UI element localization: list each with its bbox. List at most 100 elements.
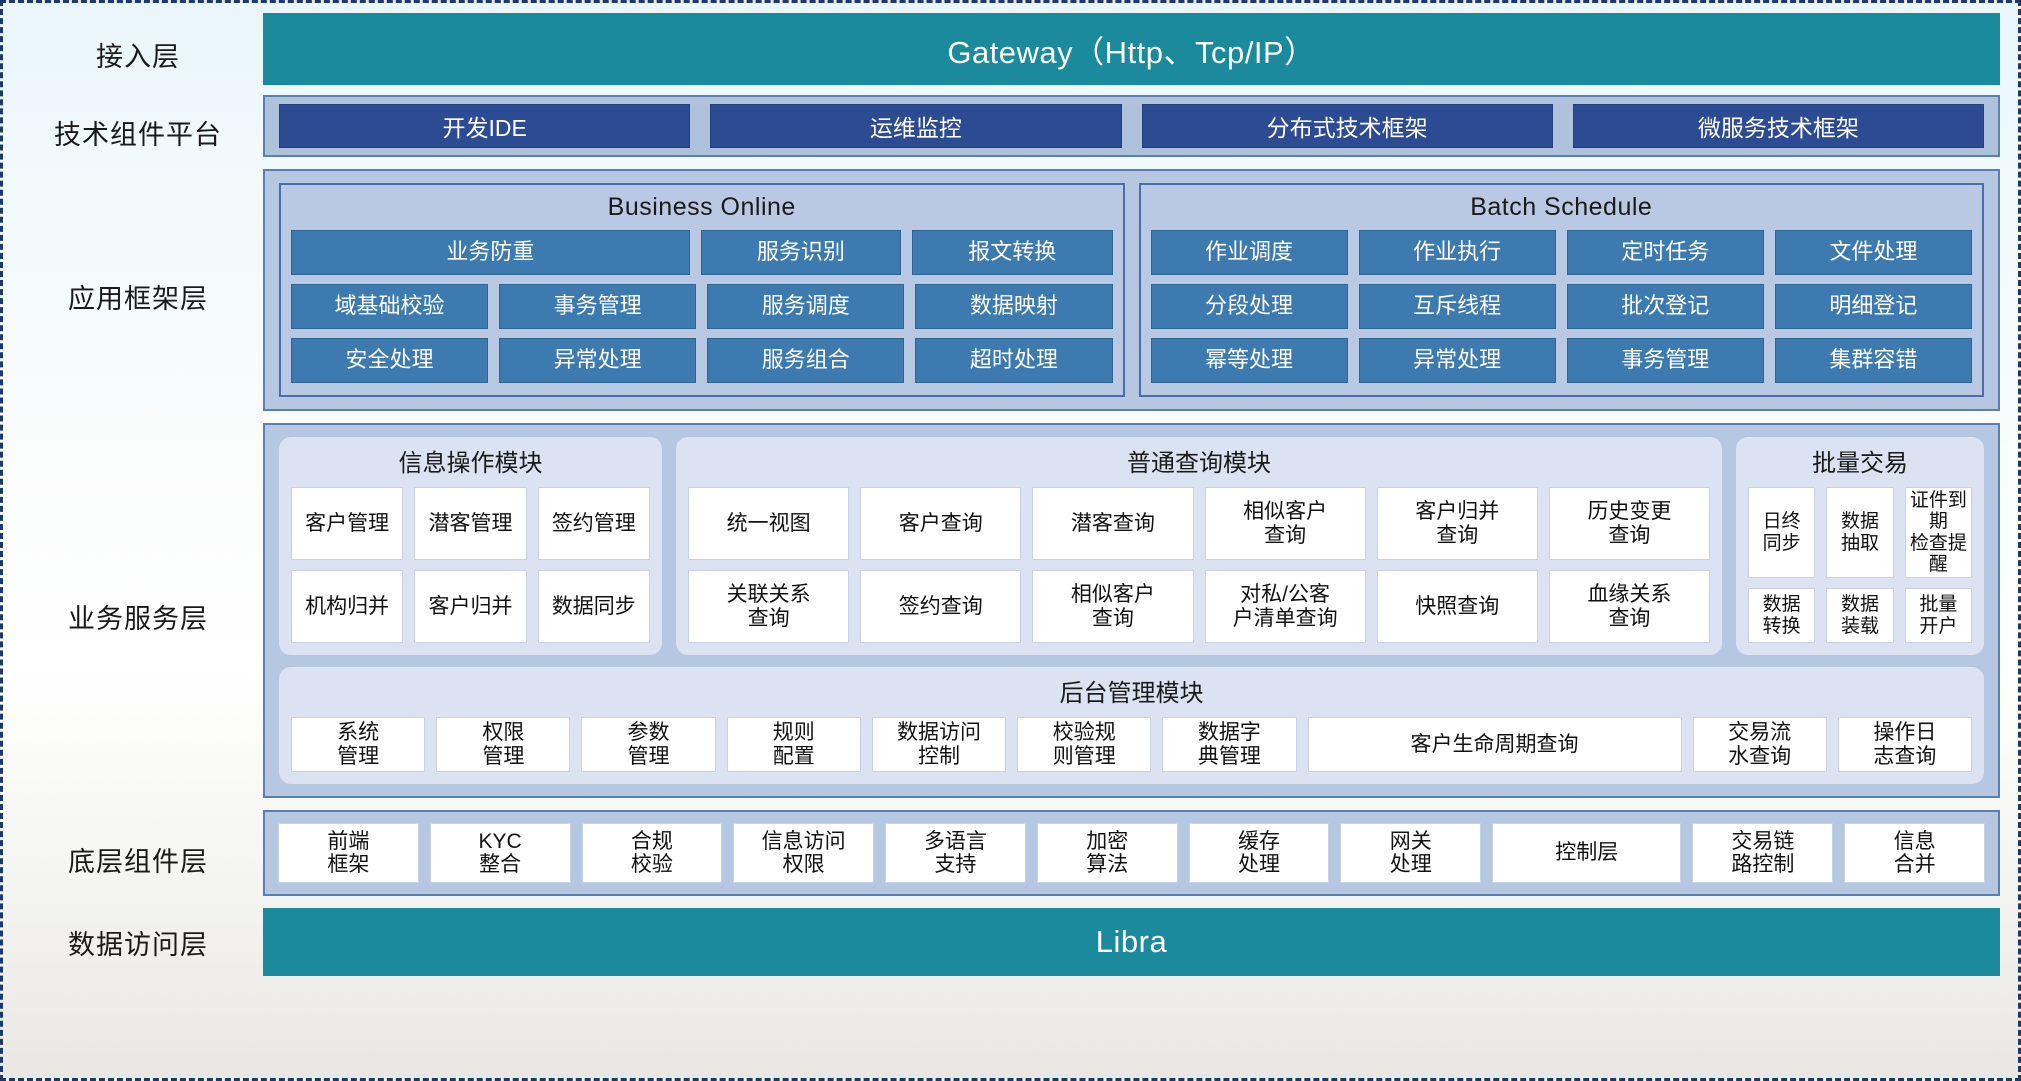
framework-cell[interactable]: 文件处理 (1774, 230, 1972, 275)
module-cell[interactable]: 客户查询 (860, 487, 1022, 561)
module-cell[interactable]: 快照查询 (1376, 570, 1538, 644)
framework-cell[interactable]: 事务管理 (1566, 338, 1764, 383)
bottom-component-cell[interactable]: 加密算法 (1036, 823, 1178, 884)
framework-cell[interactable]: 报文转换 (912, 230, 1113, 275)
framework-cell[interactable]: 定时任务 (1566, 230, 1764, 275)
bottom-component-cell[interactable]: 信息合并 (1844, 823, 1985, 884)
framework-cell[interactable]: 异常处理 (1358, 338, 1556, 383)
module-cell[interactable]: 批量开户 (1904, 588, 1972, 644)
gateway-bar: Gateway（Http、Tcp/IP） (263, 13, 2000, 85)
module-cell[interactable]: 数据转换 (1748, 588, 1816, 644)
framework-cell[interactable]: 域基础校验 (291, 284, 489, 329)
framework-cell[interactable]: 数据映射 (915, 284, 1113, 329)
admin-module-cell[interactable]: 客户生命周期查询 (1307, 717, 1682, 773)
module-cell[interactable]: 潜客查询 (1032, 487, 1194, 561)
module-cell[interactable]: 对私/公客户清单查询 (1204, 570, 1366, 644)
framework-cell[interactable]: 作业执行 (1358, 230, 1556, 275)
framework-cell[interactable]: 服务识别 (700, 230, 902, 275)
tech-chip[interactable]: 微服务技术框架 (1572, 104, 1984, 148)
bottom-component-cell[interactable]: 控制层 (1492, 823, 1682, 884)
framework-cell[interactable]: 集群容错 (1774, 338, 1972, 383)
layer-access: 接入层 Gateway（Http、Tcp/IP） (13, 13, 2000, 95)
bottom-component-cell[interactable]: 交易链路控制 (1692, 823, 1834, 884)
module-card-batch: 批量交易 日终同步数据抽取证件到期检查提醒数据转换数据装载批量开户 (1736, 437, 1984, 656)
admin-module-cell[interactable]: 系统管理 (291, 717, 426, 773)
module-cell[interactable]: 统一视图 (688, 487, 850, 561)
framework-cell[interactable]: 幂等处理 (1150, 338, 1348, 383)
tech-platform-band: 开发IDE 运维监控分布式技术框架微服务技术框架 (263, 95, 2000, 157)
tech-chip[interactable]: 开发IDE (279, 104, 691, 148)
layer-business-service: 业务服务层 信息操作模块 客户管理潜客管理签约管理机构归并客户归并数据同步 普通… (13, 423, 2000, 810)
layer-label-tech-platform: 技术组件平台 (54, 119, 222, 150)
module-cell[interactable]: 数据抽取 (1826, 487, 1894, 579)
framework-cell[interactable]: 批次登记 (1566, 284, 1764, 329)
admin-module-cell[interactable]: 交易流水查询 (1692, 717, 1827, 773)
business-service-band: 信息操作模块 客户管理潜客管理签约管理机构归并客户归并数据同步 普通查询模块 统… (263, 423, 2000, 799)
admin-module-cell[interactable]: 规则配置 (726, 717, 861, 773)
tech-chip[interactable]: 运维监控 (710, 104, 1122, 148)
module-title-admin: 后台管理模块 (1059, 680, 1204, 708)
framework-group-title: Batch Schedule (1470, 193, 1653, 221)
admin-module-cell[interactable]: 数据字典管理 (1162, 717, 1297, 773)
module-cell[interactable]: 客户管理 (291, 487, 404, 561)
layer-label-app-framework: 应用框架层 (68, 283, 208, 314)
module-cell[interactable]: 机构归并 (291, 570, 404, 644)
bottom-component-cell[interactable]: 网关处理 (1340, 823, 1482, 884)
framework-cell[interactable]: 超时处理 (915, 338, 1113, 383)
module-cell[interactable]: 关联关系查询 (688, 570, 850, 644)
module-title-query: 普通查询模块 (1127, 450, 1271, 477)
framework-cell[interactable]: 业务防重 (291, 230, 690, 275)
module-cell[interactable]: 证件到期检查提醒 (1904, 487, 1972, 579)
module-cell[interactable]: 潜客管理 (414, 487, 527, 561)
module-cell[interactable]: 数据同步 (537, 570, 650, 644)
module-title-batch: 批量交易 (1812, 450, 1908, 477)
framework-cell[interactable]: 明细登记 (1774, 284, 1972, 329)
module-cell[interactable]: 日终同步 (1748, 487, 1816, 579)
admin-module-cell[interactable]: 数据访问控制 (871, 717, 1007, 773)
module-cell[interactable]: 血缘关系查询 (1548, 570, 1711, 644)
module-cell[interactable]: 签约管理 (537, 487, 650, 561)
module-card-query: 普通查询模块 统一视图客户查询潜客查询相似客户查询客户归并查询历史变更查询关联关… (676, 437, 1722, 656)
bottom-component-cell[interactable]: 合规校验 (581, 823, 723, 884)
layer-tech-platform: 技术组件平台 开发IDE 运维监控分布式技术框架微服务技术框架 (13, 95, 2000, 169)
framework-group-title: Business Online (607, 193, 796, 221)
module-cell[interactable]: 数据装载 (1826, 588, 1894, 644)
bottom-component-cell[interactable]: 多语言支持 (885, 823, 1026, 884)
module-card-admin: 后台管理模块 系统管理权限管理参数管理规则配置数据访问控制校验规则管理数据字典管… (279, 667, 1984, 785)
admin-module-cell[interactable]: 权限管理 (436, 717, 571, 773)
module-card-info: 信息操作模块 客户管理潜客管理签约管理机构归并客户归并数据同步 (279, 437, 662, 656)
tech-chip[interactable]: 分布式技术框架 (1141, 104, 1553, 148)
framework-cell[interactable]: 服务组合 (707, 338, 905, 383)
framework-cell[interactable]: 服务调度 (707, 284, 905, 329)
admin-module-cell[interactable]: 参数管理 (581, 717, 716, 773)
layer-label-bottom-components: 底层组件层 (68, 846, 208, 877)
layer-label-data-access: 数据访问层 (68, 929, 208, 960)
framework-cell[interactable]: 事务管理 (499, 284, 697, 329)
framework-group: Business Online 业务防重服务识别报文转换域基础校验事务管理服务调度… (279, 183, 1125, 397)
module-cell[interactable]: 签约查询 (860, 570, 1022, 644)
bottom-component-cell[interactable]: 前端框架 (278, 823, 419, 884)
module-cell[interactable]: 相似客户查询 (1204, 487, 1366, 561)
framework-cell[interactable]: 分段处理 (1150, 284, 1348, 329)
layer-label-access: 接入层 (96, 41, 180, 72)
module-cell[interactable]: 相似客户查询 (1032, 570, 1194, 644)
bottom-component-cell[interactable]: 缓存处理 (1188, 823, 1330, 884)
layer-label-business-service: 业务服务层 (68, 604, 208, 635)
module-cell[interactable]: 历史变更查询 (1548, 487, 1711, 561)
framework-cell[interactable]: 作业调度 (1150, 230, 1348, 275)
admin-module-cell[interactable]: 校验规则管理 (1017, 717, 1152, 773)
module-cell[interactable]: 客户归并 (414, 570, 527, 644)
framework-cell[interactable]: 异常处理 (499, 338, 697, 383)
module-title-info: 信息操作模块 (398, 450, 543, 477)
framework-cell[interactable]: 安全处理 (291, 338, 489, 383)
framework-cell[interactable]: 互斥线程 (1358, 284, 1556, 329)
layer-data-access: 数据访问层 Libra (13, 908, 2000, 977)
bottom-component-cell[interactable]: 信息访问权限 (733, 823, 875, 884)
admin-module-cell[interactable]: 操作日志查询 (1837, 717, 1972, 773)
module-cell[interactable]: 客户归并查询 (1376, 487, 1538, 561)
